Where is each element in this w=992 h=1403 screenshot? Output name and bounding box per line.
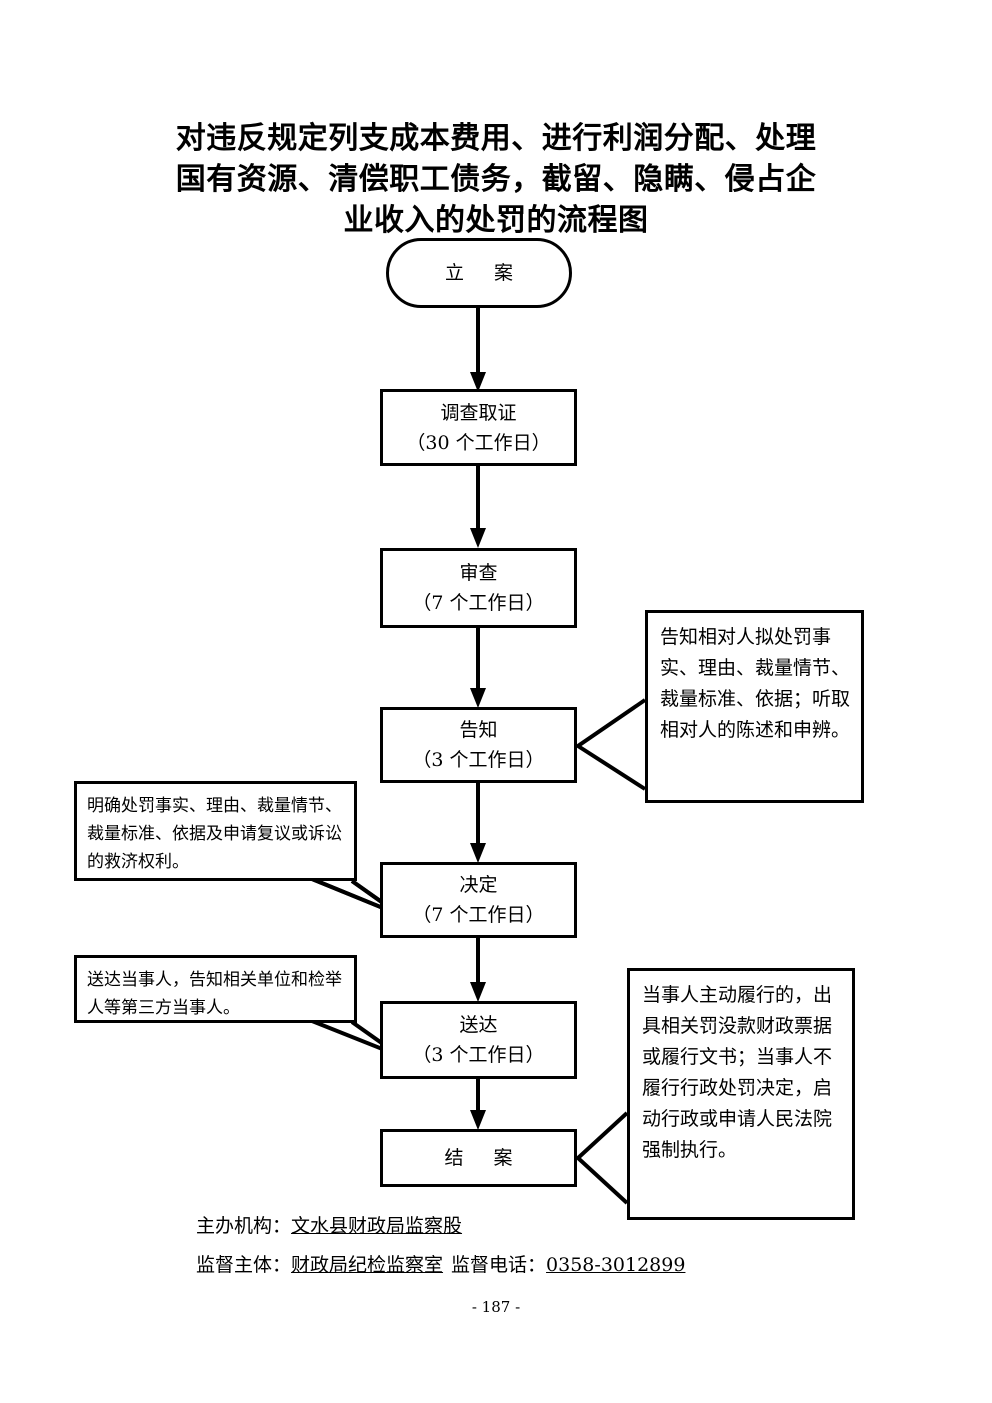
flow-node-songda-duration: （3 个工作日） — [412, 1044, 545, 1066]
flow-node-gaozhi-duration: （3 个工作日） — [412, 749, 545, 771]
flow-node-songda[interactable]: 送达 （3 个工作日） — [380, 1001, 577, 1079]
flow-node-li-an[interactable]: 立 案 — [386, 238, 572, 308]
note-gaozhi: 告知相对人拟处罚事实、理由、裁量情节、裁量标准、依据；听取相对人的陈述和申辨。 — [645, 610, 864, 803]
note-songda: 送达当事人，告知相关单位和检举人等第三方当事人。 — [74, 955, 357, 1023]
flow-node-jueding-duration: （7 个工作日） — [412, 904, 545, 926]
flow-node-songda-label: 送达 — [459, 1014, 498, 1036]
flow-node-jie-an-label: 结 案 — [444, 1147, 525, 1169]
title-line-2: 国有资源、清偿职工债务，截留、隐瞒、侵占企 — [175, 162, 817, 197]
footer-phone-value: 0358-3012899 — [546, 1254, 686, 1276]
flow-node-gaozhi-label: 告知 — [459, 719, 498, 741]
flow-node-diaocha-quzheng[interactable]: 调查取证 （30 个工作日） — [380, 389, 577, 466]
flow-node-diaocha-quzheng-duration: （30 个工作日） — [406, 431, 551, 454]
page-number: - 187 - — [471, 1298, 521, 1316]
footer-phone-label: 监督电话： — [451, 1254, 547, 1276]
flow-node-li-an-label: 立 案 — [444, 262, 526, 284]
note-jie-an: 当事人主动履行的，出具相关罚没款财政票据或履行文书；当事人不履行行政处罚决定，启… — [627, 968, 855, 1220]
footer-supervisor-label: 监督主体： — [196, 1254, 292, 1276]
note-jueding: 明确处罚事实、理由、裁量情节、裁量标准、依据及申请复议或诉讼的救济权利。 — [74, 781, 357, 881]
flow-node-gaozhi[interactable]: 告知 （3 个工作日） — [380, 707, 577, 783]
flow-node-shencha-duration: （7 个工作日） — [412, 592, 545, 614]
flow-node-shencha-label: 审查 — [459, 562, 498, 584]
footer-supervisor: 监督主体：财政局纪检监察室监督电话：0358-3012899 — [196, 1254, 685, 1276]
footer-organizer: 主办机构：文水县财政局监察股 — [196, 1215, 462, 1237]
flow-node-diaocha-quzheng-label: 调查取证 — [440, 401, 517, 424]
title-line-3: 业收入的处罚的流程图 — [343, 203, 649, 238]
title-line-1: 对违反规定列支成本费用、进行利润分配、处理 — [175, 121, 817, 156]
footer-organizer-label: 主办机构： — [196, 1215, 292, 1237]
flow-node-jie-an[interactable]: 结 案 — [380, 1129, 577, 1187]
flow-node-shencha[interactable]: 审查 （7 个工作日） — [380, 548, 577, 628]
flow-node-jueding[interactable]: 决定 （7 个工作日） — [380, 862, 577, 938]
page-title: 对违反规定列支成本费用、进行利润分配、处理 国有资源、清偿职工债务，截留、隐瞒、… — [130, 118, 862, 241]
footer-supervisor-value: 财政局纪检监察室 — [291, 1254, 444, 1276]
footer-organizer-value: 文水县财政局监察股 — [291, 1215, 463, 1237]
flow-node-jueding-label: 决定 — [459, 874, 498, 896]
